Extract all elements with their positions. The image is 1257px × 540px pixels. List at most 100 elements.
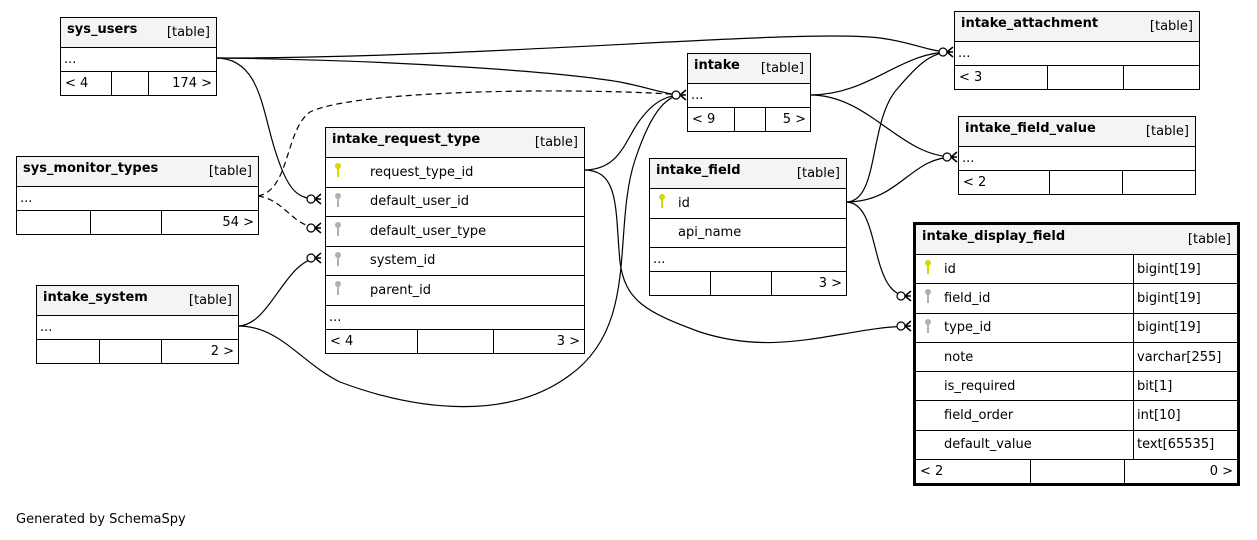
column-row[interactable]: default_value text[65535]	[916, 429, 1237, 460]
column-name: id	[944, 261, 956, 277]
children-count[interactable]: 5 >	[764, 108, 810, 131]
children-count[interactable]: 3 >	[492, 329, 584, 353]
table-name[interactable]: intake_field_value	[965, 121, 1096, 136]
parents-count[interactable]: < 9	[692, 112, 716, 127]
edge-request-type-intake	[583, 94, 684, 171]
table-name[interactable]: sys_monitor_types	[23, 161, 159, 176]
column-row[interactable]: field_order int[10]	[916, 400, 1237, 430]
parents-count[interactable]: < 3	[959, 70, 983, 85]
column-row[interactable]: id	[650, 188, 846, 218]
more-columns-row[interactable]: ...	[959, 146, 1195, 170]
table-name[interactable]: sys_users	[67, 22, 138, 37]
table-header[interactable]: sys_users [table]	[61, 18, 216, 47]
parents-count[interactable]: < 2	[920, 464, 944, 480]
table-kind: [table]	[796, 166, 840, 181]
table-intake-display-field[interactable]: intake_display_field [table] id bigint[1…	[913, 222, 1240, 487]
table-footer: < 4 174 >	[61, 71, 216, 95]
more-columns-row[interactable]: ...	[17, 186, 258, 210]
column-name: note	[944, 349, 974, 365]
table-kind: [table]	[760, 61, 804, 76]
column-name: request_type_id	[370, 164, 474, 180]
table-intake-system[interactable]: intake_system [table]...2 >	[36, 285, 239, 364]
table-header[interactable]: intake_system [table]	[37, 286, 238, 315]
parents-count	[17, 211, 90, 234]
table-name[interactable]: intake_display_field	[922, 229, 1066, 244]
columns-count	[734, 108, 765, 131]
more-columns-row[interactable]: ...	[326, 304, 584, 329]
children-count[interactable]: 2 >	[160, 340, 238, 363]
table-name[interactable]: intake_request_type	[332, 132, 481, 147]
edge-monitor-types-intake	[257, 90, 684, 197]
table-header[interactable]: intake_display_field [table]	[916, 225, 1237, 254]
table-intake[interactable]: intake [table]... < 9 5 >	[687, 53, 811, 132]
parents-count[interactable]: < 4	[65, 76, 89, 91]
column-type: bit[1]	[1133, 372, 1237, 401]
table-intake-field[interactable]: intake_field [table] id api_name ... 3 >	[649, 158, 847, 296]
column-row[interactable]: default_user_id	[326, 186, 584, 217]
edge-intake-system-system-id	[237, 257, 319, 327]
zero-or-many-marker-icon	[942, 151, 958, 163]
children-count	[1122, 66, 1199, 89]
column-name: is_required	[944, 378, 1016, 394]
column-row[interactable]: type_id bigint[19]	[916, 312, 1237, 342]
primary-key-icon	[916, 259, 940, 279]
children-count[interactable]: 0 >	[1124, 460, 1237, 484]
table-name[interactable]: intake_system	[43, 290, 148, 305]
children-count[interactable]: 3 >	[770, 272, 846, 295]
column-row[interactable]: is_required bit[1]	[916, 371, 1237, 401]
column-name: default_user_type	[370, 223, 487, 239]
more-columns-row[interactable]: ...	[650, 247, 846, 271]
table-header[interactable]: intake [table]	[688, 54, 810, 83]
ellipsis: ...	[958, 46, 971, 61]
zero-or-many-marker-icon	[306, 222, 322, 234]
column-row[interactable]: system_id	[326, 245, 584, 276]
table-footer: < 2	[959, 170, 1195, 194]
children-count[interactable]: 174 >	[147, 72, 216, 95]
table-header[interactable]: sys_monitor_types [table]	[17, 157, 258, 186]
table-header[interactable]: intake_field_value [table]	[959, 117, 1195, 146]
table-name[interactable]: intake	[694, 58, 740, 73]
table-header[interactable]: intake_field [table]	[650, 159, 846, 188]
table-sys-monitor-types[interactable]: sys_monitor_types [table]...54 >	[16, 156, 259, 235]
table-sys-users[interactable]: sys_users [table]... < 4 174 >	[60, 17, 217, 96]
edge-sys-users-default-user-id	[215, 57, 319, 200]
table-header[interactable]: intake_attachment [table]	[955, 12, 1199, 41]
column-name: type_id	[944, 320, 992, 336]
more-columns-row[interactable]: ...	[955, 41, 1199, 65]
column-row[interactable]: api_name	[650, 217, 846, 248]
table-header[interactable]: intake_request_type [table]	[326, 128, 584, 157]
columns-count	[710, 272, 770, 295]
more-columns-row[interactable]: ...	[688, 83, 810, 107]
table-name[interactable]: intake_field	[656, 163, 741, 178]
parents-count	[650, 272, 710, 295]
column-row[interactable]: default_user_type	[326, 216, 584, 246]
column-row[interactable]: parent_id	[326, 275, 584, 305]
parents-count[interactable]: < 4	[330, 333, 354, 349]
foreign-key-icon	[916, 288, 940, 308]
children-count	[1121, 171, 1195, 194]
edge-field-attachment	[845, 51, 951, 203]
parents-count[interactable]: < 2	[963, 175, 987, 190]
column-name: field_id	[944, 290, 991, 306]
table-footer: 3 >	[650, 271, 846, 295]
column-row[interactable]: id bigint[19]	[916, 254, 1237, 284]
columns-count	[111, 72, 148, 95]
table-intake-attachment[interactable]: intake_attachment [table]... < 3	[954, 11, 1200, 90]
column-row[interactable]: note varchar[255]	[916, 341, 1237, 372]
ellipsis: ...	[64, 52, 77, 67]
column-name: id	[678, 195, 690, 211]
more-columns-row[interactable]: ...	[61, 47, 216, 71]
edge-field-display-field	[845, 201, 909, 297]
table-intake-field-value[interactable]: intake_field_value [table]... < 2	[958, 116, 1196, 195]
table-name[interactable]: intake_attachment	[961, 16, 1099, 31]
ellipsis: ...	[653, 252, 666, 267]
column-row[interactable]: request_type_id	[326, 157, 584, 187]
foreign-key-icon	[916, 318, 940, 338]
zero-or-many-marker-icon	[306, 193, 322, 205]
children-count[interactable]: 54 >	[160, 211, 258, 234]
table-kind: [table]	[534, 135, 578, 150]
table-intake-request-type[interactable]: intake_request_type [table] request_type…	[325, 127, 585, 354]
table-footer: < 2 0 >	[916, 459, 1237, 484]
column-row[interactable]: field_id bigint[19]	[916, 283, 1237, 313]
more-columns-row[interactable]: ...	[37, 315, 238, 339]
